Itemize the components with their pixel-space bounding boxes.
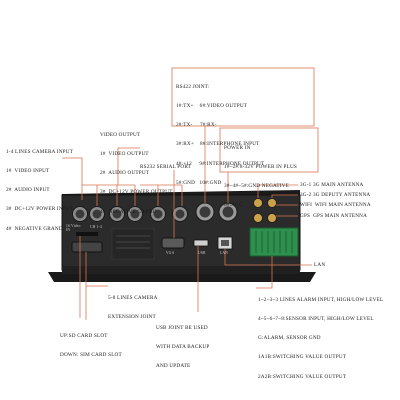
- video-output-line-5: 4# NEGATIVE GRAND: [100, 208, 157, 215]
- video-output-label: VIDEO OUTPUT 1# VIDEO OUTPUT 2# AUDIO OU…: [100, 119, 173, 222]
- power-in-label: POWER IN 1#~2#:8-32V POWER IN PLUS 3#~4#…: [224, 132, 297, 215]
- rs422-line-5: 5#:GND 10#:GND: [176, 179, 222, 186]
- alarm-line-2: 4~5~6~7~8:SENSOR INPUT, HIGH/LOW LEVEL: [258, 316, 374, 323]
- alarm-line-1: 1~2~3~3 LINES ALARM INPUT, HIGH/LOW LEVE…: [258, 296, 384, 303]
- antenna-3g-deputy-leader: [271, 194, 298, 198]
- label-plate: [111, 228, 155, 260]
- usb-port: [193, 239, 209, 247]
- panel-port2-text: CH 1-4: [90, 225, 102, 229]
- antenna-wifi-label: WIFI WIFI MAIN ANTENNA: [300, 202, 371, 208]
- camera-input-connectors: [72, 206, 143, 222]
- alarm-line-4: 1A1B:SWITCHING VALUE OUTPUT: [258, 354, 347, 361]
- lan-label: LAN: [314, 262, 326, 268]
- panel-vga-text: VGA: [166, 251, 175, 255]
- camera-input-label: 1-4 LINES CAMERA INPUT 1# VIDEO INPUT 2#…: [6, 136, 73, 239]
- video-output-line-1: VIDEO OUTPUT: [100, 131, 141, 138]
- vga-port: [161, 237, 185, 249]
- rs422-box: [171, 67, 315, 127]
- extension-line-2: EXTENSION JOINT: [108, 314, 156, 321]
- usb-line-1: USB JOINT BE USED: [156, 324, 208, 331]
- video-output-connectors: [150, 206, 188, 222]
- usb-line-3: AND UPDATE: [156, 363, 191, 370]
- power-line-1: POWER IN: [224, 144, 251, 151]
- power-box: [219, 127, 319, 173]
- rs422-line-3: 3#:RX+ 8#:INTERPHONE INPUT: [176, 141, 260, 148]
- camera-line-2: 1# VIDEO INPUT: [6, 168, 50, 175]
- usb-line-2: WITH DATA BACKUP: [156, 344, 210, 351]
- antenna-3g-main-leader: [257, 184, 298, 198]
- rs422-label: RS422 JOINT: 1#:TX+ 6#:VIDEO OUTPUT 2#:T…: [176, 71, 264, 193]
- rs232-label: RS232 SERIAL PORT: [140, 164, 192, 170]
- alarm-label: 1~2~3~3 LINES ALARM INPUT, HIGH/LOW LEVE…: [258, 284, 383, 387]
- alarm-terminal-block: [249, 227, 299, 257]
- device-base: [62, 266, 300, 274]
- antenna-3g-deputy-label: 3G-2 3G DEPUTY ANTENNA: [300, 192, 371, 198]
- extension-line-1: 5-8 LINES CAMERA: [108, 294, 158, 301]
- power-line-4: 6#:ACC: [224, 202, 243, 209]
- camera-leader: [62, 157, 83, 200]
- mounting-bracket: [48, 272, 316, 282]
- sd-card-slot: [76, 232, 98, 236]
- rs422-line-2: 2#:TX- 7#:RX-: [176, 122, 217, 129]
- antenna-3g-main-label: 3G-1 3G MAIN ANTENNA: [300, 182, 364, 188]
- power-line-3: 3#~4#~5#:GND NEGATIVE: [224, 183, 289, 190]
- camera-line-5: 4# NEGATIVE GRAND: [6, 225, 63, 232]
- lan-port-socket: [221, 240, 229, 246]
- camera-line-3: 2# AUDIO INPUT: [6, 187, 50, 194]
- power-line-2: 1#~2#:8-32V POWER IN PLUS: [224, 164, 297, 171]
- camera-extension-connector: [71, 241, 103, 253]
- rs422-line-1: 1#:TX+ 6#:VIDEO OUTPUT: [176, 103, 248, 110]
- camera-line-4: 3# DC+12V POWER INPUT: [6, 206, 74, 213]
- antenna-connectors: [253, 198, 277, 223]
- antenna-gps-label: GPS GPS MAIN ANTENNA: [300, 213, 368, 219]
- rs422-power-connectors: [195, 202, 238, 222]
- usb-label: USB JOINT BE USED WITH DATA BACKUP AND U…: [156, 312, 210, 376]
- rs422-title: RS422 JOINT:: [176, 83, 210, 90]
- video-output-line-3: 2# AUDIO OUTPUT: [100, 170, 150, 177]
- panel-usb-text: USB: [198, 251, 206, 255]
- alarm-leader: [256, 256, 273, 289]
- rs422-line-4: 4#:+12 9#:INTERPHONE OUTPUT: [176, 160, 265, 167]
- video-output-line-4: 3# DC+12V POWER OUTPUT: [100, 189, 173, 196]
- video-output-line-2: 1# VIDEO OUTPUT: [100, 151, 149, 158]
- alarm-line-5: 2A2B:SWITCHING VALUE OUTPUT: [258, 373, 347, 380]
- panel-lan-text: LAN: [220, 251, 228, 255]
- sd-card-label: UP:SD CARD SLOT DOWN: SIM CARD SLOT: [60, 320, 122, 365]
- lan-leader: [224, 249, 312, 266]
- sd-line-2: DOWN: SIM CARD SLOT: [60, 352, 122, 359]
- panel-port1-text: 1# Video IN: [66, 224, 81, 232]
- alarm-line-3: G:ALARM, SENSOR GND: [258, 335, 321, 342]
- camera-line-1: 1-4 LINES CAMERA INPUT: [6, 148, 74, 155]
- sd-line-1: UP:SD CARD SLOT: [60, 332, 108, 339]
- extension-camera-label: 5-8 LINES CAMERA EXTENSION JOINT: [108, 282, 158, 327]
